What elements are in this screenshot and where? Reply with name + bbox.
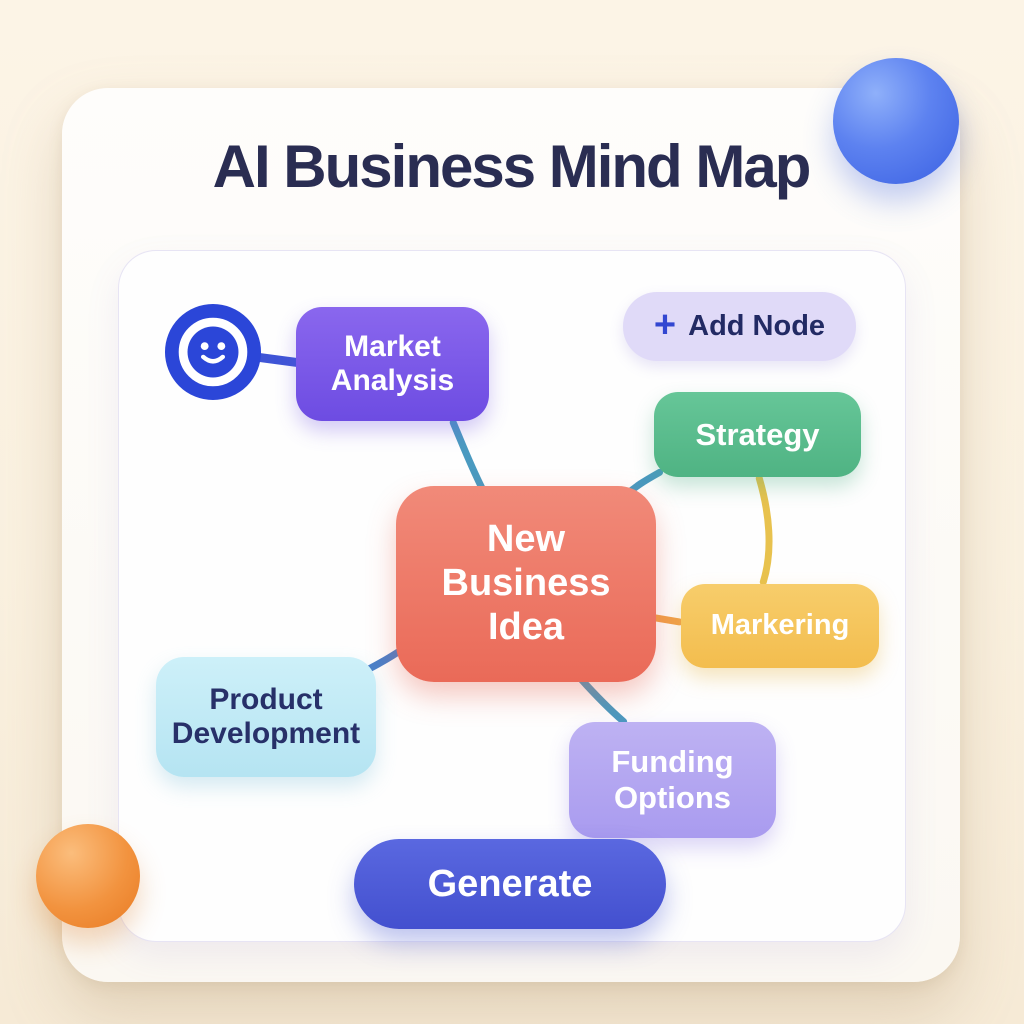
node-market-analysis[interactable]: Market Analysis [296, 307, 489, 421]
node-new-business-idea[interactable]: New Business Idea [396, 486, 656, 682]
main-card: AI Business Mind Map [62, 88, 960, 982]
node-product-development[interactable]: Product Development [156, 657, 376, 777]
connector-market-center [449, 419, 486, 492]
connector-center-funding [576, 674, 628, 726]
generate-button[interactable]: Generate [354, 839, 666, 929]
connector-strategy-marketing [755, 474, 773, 586]
page-title: AI Business Mind Map [212, 133, 812, 200]
smiley-face-icon [164, 303, 262, 401]
plus-icon: + [653, 304, 677, 346]
smiley-avatar [164, 303, 262, 401]
add-node-button[interactable]: + Add Node [623, 292, 856, 361]
connector-center-marketing [652, 614, 684, 626]
node-marketing[interactable]: Markering [681, 584, 879, 668]
node-strategy[interactable]: Strategy [654, 392, 861, 477]
add-node-label: Add Node [688, 310, 826, 342]
mindmap-panel: + Add Node Market Analysis Strategy New … [118, 250, 906, 942]
node-funding-options[interactable]: Funding Options [569, 722, 776, 838]
decor-sphere-orange [36, 824, 140, 928]
decor-sphere-blue [833, 58, 959, 184]
